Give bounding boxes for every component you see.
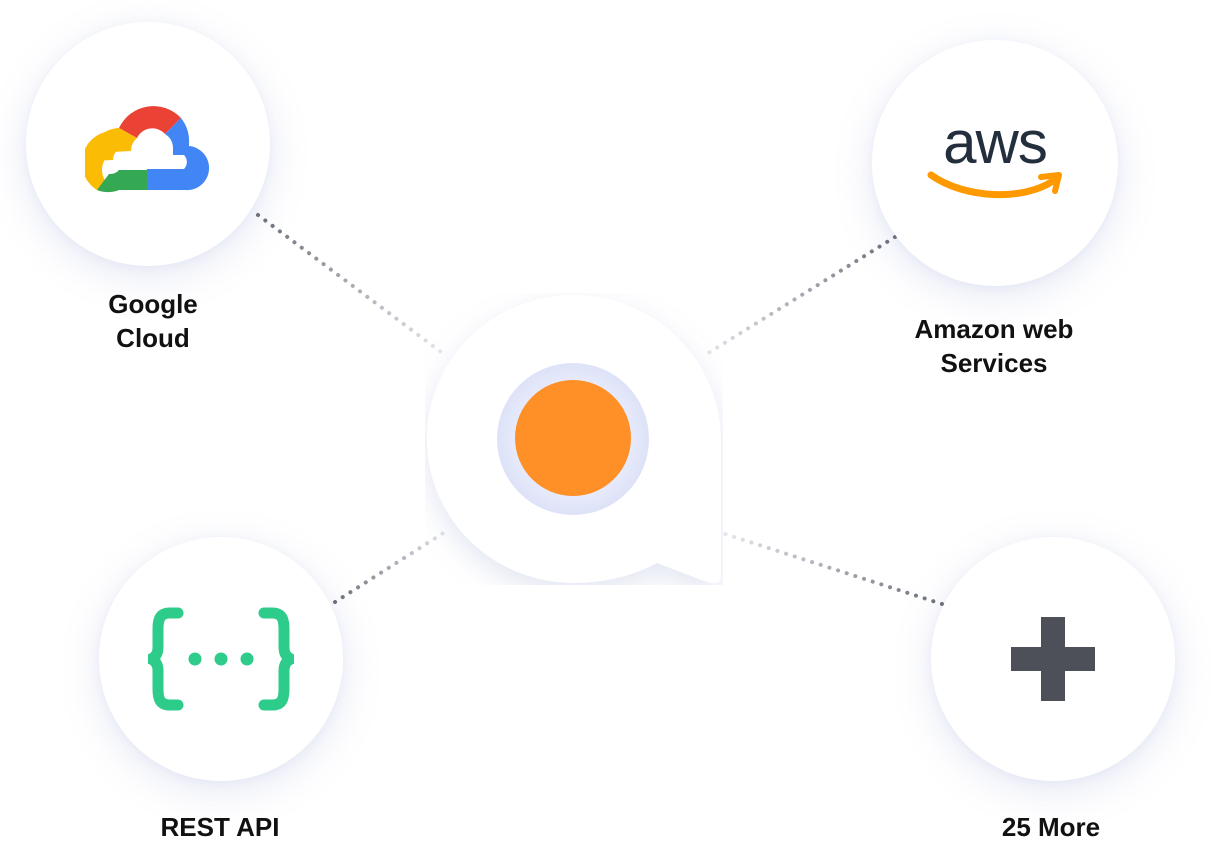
aws-logo-text: aws xyxy=(943,115,1047,176)
curly-braces-icon xyxy=(148,607,294,711)
hub-accent-dot xyxy=(515,380,631,496)
google-cloud-icon xyxy=(85,94,211,194)
connector-aws xyxy=(700,235,897,359)
hub-logo xyxy=(425,293,723,585)
integration-google-cloud-node[interactable] xyxy=(26,22,270,266)
connector-google-cloud xyxy=(256,213,447,357)
connector-more xyxy=(720,531,944,606)
integration-more-label: 25 More xyxy=(1001,812,1101,842)
integration-aws-label: Amazon web Services xyxy=(914,314,1074,378)
integration-rest-api-label: REST API xyxy=(160,812,280,842)
chat-bubble-logo-icon xyxy=(427,295,721,584)
aws-icon: aws xyxy=(925,115,1065,211)
integration-google-cloud-label: Google Cloud xyxy=(108,289,198,353)
integration-rest-api-node[interactable] xyxy=(99,537,343,781)
integration-aws-node[interactable]: aws xyxy=(872,40,1118,286)
plus-icon xyxy=(1011,617,1095,701)
integration-more-node[interactable] xyxy=(931,537,1175,781)
